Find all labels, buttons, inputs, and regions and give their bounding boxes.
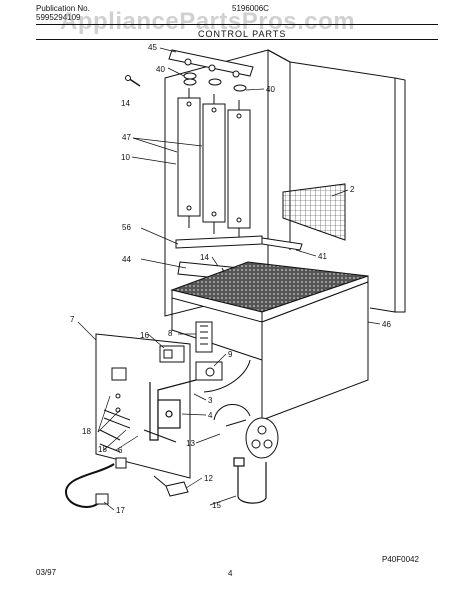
power-cord	[64, 457, 127, 508]
filter-element-left	[177, 88, 201, 228]
header-rule-top	[36, 24, 438, 25]
callout-14: 14	[200, 253, 209, 262]
cord-connector	[153, 475, 189, 497]
callout-56: 56	[122, 223, 131, 232]
header-rule-bottom	[36, 39, 438, 40]
callout-47: 47	[122, 133, 131, 142]
switch-assembly	[159, 345, 223, 381]
figure-code: P40F0042	[382, 555, 419, 564]
tank-housing	[170, 261, 369, 421]
callout-18: 18	[82, 427, 91, 436]
publication-number: 5995294109	[36, 13, 81, 22]
terminal-block	[195, 321, 213, 353]
callout-40: 40	[266, 85, 275, 94]
model-number: 5196006C	[232, 4, 269, 13]
callout-14: 14	[121, 99, 130, 108]
callout-17: 17	[116, 506, 125, 515]
callout-4: 4	[208, 411, 213, 420]
callout-9: 9	[228, 350, 233, 359]
callout-13: 13	[186, 439, 195, 448]
tubing-and-relay	[143, 379, 197, 443]
control-panel-plate	[95, 333, 191, 479]
callout-18: 18	[98, 445, 107, 454]
callout-7: 7	[70, 315, 75, 324]
callout-41: 41	[318, 252, 327, 261]
grille-panel	[282, 183, 346, 241]
callout-44: 44	[122, 255, 131, 264]
lower-mounting-bracket	[175, 235, 303, 251]
top-mounting-bracket	[168, 49, 254, 78]
callout-labels: 45 40 40 14 47 10 2 56 44 14 41 7 16 8 9 3 4 46 18 18 6 13 12 1…	[70, 43, 391, 515]
callout-2: 2	[350, 185, 355, 194]
callout-40: 40	[156, 65, 165, 74]
wire-harness	[99, 359, 251, 453]
callout-3: 3	[208, 396, 213, 405]
callout-15: 15	[212, 501, 221, 510]
filter-grommets	[183, 72, 247, 92]
section-title: CONTROL PARTS	[198, 29, 287, 39]
blower-fan	[213, 404, 279, 459]
filter-element-middle	[202, 94, 226, 234]
watermark: AppliancePartsPros.com	[60, 8, 356, 35]
filter-element-right	[227, 100, 251, 240]
callout-8: 8	[168, 329, 173, 338]
mounting-screw	[125, 75, 141, 87]
drain-hose	[233, 457, 267, 504]
callout-10: 10	[121, 153, 130, 162]
callout-16: 16	[140, 331, 149, 340]
publication-label: Publication No.	[36, 4, 90, 13]
footer-page-number: 4	[228, 569, 233, 578]
callout-45: 45	[148, 43, 157, 52]
callout-12: 12	[204, 474, 213, 483]
footer-date: 03/97	[36, 568, 57, 577]
callout-6: 6	[118, 446, 123, 455]
callout-46: 46	[382, 320, 391, 329]
leader-lines	[77, 47, 381, 511]
